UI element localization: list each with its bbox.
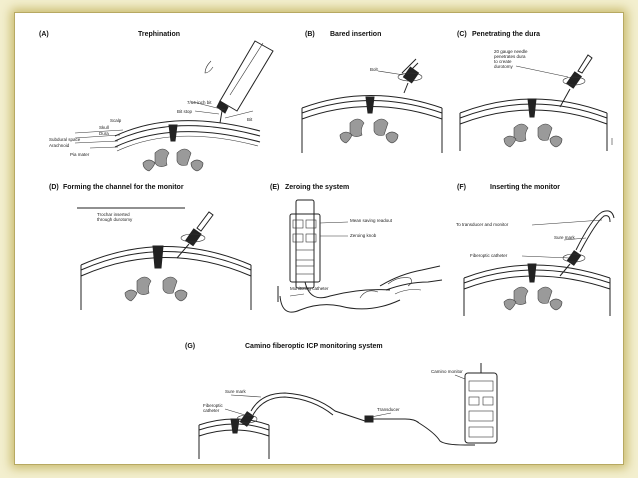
panel-d: (D) Forming the channel for the monitor	[15, 178, 270, 318]
panel-c-illustration	[459, 54, 613, 151]
panel-d-illustration	[77, 207, 252, 310]
panel-g: (G) Camino fiberoptic ICP monitoring sys…	[165, 333, 505, 463]
panel-e-illustration	[277, 199, 443, 313]
panel-f-illustration	[463, 210, 615, 316]
panel-f-label: Sure mark	[554, 235, 575, 240]
panel-c-label: durotomy	[494, 64, 513, 69]
panel-d-title: Forming the channel for the monitor	[63, 184, 184, 191]
panel-a-label: Pia mater	[70, 152, 90, 157]
panel-a-label: Bit	[247, 117, 253, 122]
panel-e-title: Zeroing the system	[285, 184, 350, 191]
panel-g-label: catheter	[203, 408, 220, 413]
panel-g-label: Transducer	[377, 407, 400, 412]
panel-e-label: Mean saving readout	[350, 218, 393, 223]
panel-d-letter: (D)	[49, 184, 59, 191]
panel-c-title: Penetrating the dura	[472, 31, 541, 38]
panel-c-label: penetrates dura	[494, 54, 526, 59]
panel-f-label: To transducer and monitor	[456, 222, 509, 227]
panel-g-label: Fiberoptic	[203, 403, 223, 408]
panel-f: (F) Inserting the monitor	[452, 178, 622, 328]
panel-b-title: Bared insertion	[330, 31, 382, 38]
panel-f-letter: (F)	[457, 184, 466, 191]
panel-a-illustration	[74, 40, 274, 172]
panel-e-label: Zeroing knob	[350, 233, 377, 238]
panel-f-title: Inserting the monitor	[490, 184, 560, 191]
panel-b: (B) Bared insertion Bolt	[290, 13, 450, 178]
panel-e-label: Monitoring catheter	[290, 286, 329, 291]
panel-a-letter: (A)	[39, 31, 49, 38]
panel-b-illustration	[301, 58, 443, 153]
panel-a-title: Trephination	[138, 31, 180, 38]
diagram-canvas: (A) Trephination	[14, 12, 624, 465]
panel-a-label: Dura	[99, 131, 109, 136]
panel-c-label: 20 gauge needle	[494, 49, 528, 54]
panel-a-label: 7/64-inch bit	[187, 100, 212, 105]
panel-b-label: Bolt	[370, 67, 378, 72]
panel-c: (C) Penetrating the dura 20 ga	[452, 13, 622, 178]
panel-a-label: Subdural space	[49, 137, 81, 142]
panel-c-label: to create	[494, 59, 512, 64]
panel-f-label: Fiberoptic catheter	[470, 253, 508, 258]
panel-a-label: Scalp	[110, 118, 122, 123]
panel-e: (E) Zeroing the system	[260, 178, 455, 328]
panel-g-letter: (G)	[185, 343, 196, 350]
panel-e-letter: (E)	[270, 184, 280, 191]
panel-d-label: Trochar inserted	[97, 212, 130, 217]
panel-a-label: Arachnoid	[49, 143, 70, 148]
panel-g-title: Camino fiberoptic ICP monitoring system	[245, 343, 383, 350]
panel-a-label: Bit stop	[177, 109, 193, 114]
panel-a-label: Skull	[99, 125, 109, 130]
panel-g-illustration	[198, 363, 498, 459]
panel-a: (A) Trephination	[15, 13, 275, 178]
panel-d-label: through durotomy	[97, 217, 133, 222]
panel-g-label: Sure mark	[225, 389, 246, 394]
panel-g-label: Camino monitor	[431, 369, 463, 374]
panel-c-letter: (C)	[457, 31, 467, 38]
panel-b-letter: (B)	[305, 31, 315, 38]
